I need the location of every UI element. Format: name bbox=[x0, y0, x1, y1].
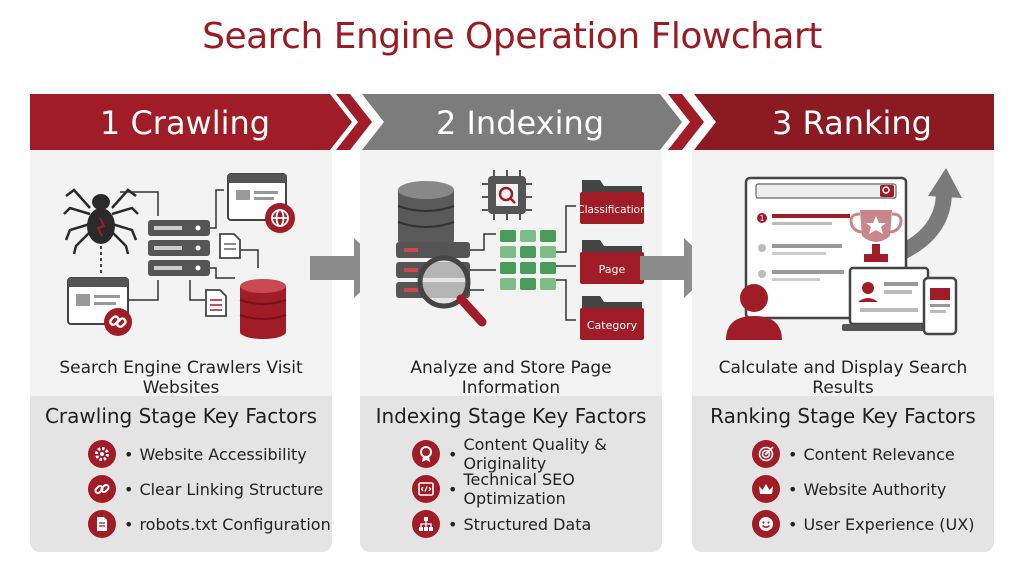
spider-icon bbox=[63, 188, 139, 255]
folder-label: Category bbox=[587, 319, 638, 332]
crawling-illustration bbox=[63, 173, 295, 339]
document-icon bbox=[88, 510, 116, 538]
banner-crawling bbox=[30, 94, 352, 150]
stage-banner-shapes bbox=[30, 94, 994, 150]
factors-title: Ranking Stage Key Factors bbox=[710, 404, 976, 428]
factor-item: •Clear Linking Structure bbox=[88, 475, 323, 503]
ranking-illustration: 1 bbox=[726, 168, 962, 340]
document-icon bbox=[219, 233, 241, 259]
database-icon bbox=[239, 279, 287, 339]
globe-icon bbox=[271, 209, 289, 227]
connector-lines bbox=[470, 205, 576, 321]
folder-icon: Classification bbox=[577, 180, 647, 224]
user-icon bbox=[726, 284, 782, 340]
stage-title-indexing: 2 Indexing bbox=[435, 104, 605, 142]
banner-chevron-red bbox=[336, 94, 372, 150]
factor-item: •Technical SEO Optimization bbox=[412, 470, 662, 508]
panel-indexing: Classification Page Category Analyze and… bbox=[360, 150, 662, 552]
smiley-icon bbox=[752, 510, 780, 538]
stage-caption: Analyze and Store Page Information bbox=[410, 358, 612, 398]
panel-ranking: 1 bbox=[692, 150, 994, 552]
factor-item: •User Experience (UX) bbox=[752, 510, 974, 538]
banner-ranking bbox=[694, 94, 994, 150]
folder-icon: Category bbox=[580, 296, 644, 340]
factor-item: •Structured Data bbox=[412, 510, 591, 538]
stage-title-ranking: 3 Ranking bbox=[772, 104, 932, 142]
factor-item: •Content Relevance bbox=[752, 440, 955, 468]
phone-icon bbox=[922, 276, 958, 336]
server-icon bbox=[148, 220, 210, 276]
factors-title: Indexing Stage Key Factors bbox=[375, 404, 647, 428]
banner-chevron-gray bbox=[668, 94, 704, 150]
laptop-icon bbox=[842, 266, 936, 331]
data-grid-icon bbox=[500, 230, 556, 290]
award-icon bbox=[412, 440, 440, 468]
panel-crawling: Search Engine Crawlers Visit Websites Cr… bbox=[30, 150, 332, 552]
stage-banner bbox=[0, 94, 1024, 150]
stage-title-crawling: 1 Crawling bbox=[99, 104, 271, 142]
folder-icon: Page bbox=[580, 240, 644, 284]
factor-item: •Content Quality & Originality bbox=[412, 435, 662, 473]
indexing-illustration: Classification Page Category bbox=[396, 170, 647, 340]
gear-icon bbox=[88, 440, 116, 468]
trophy-icon bbox=[849, 210, 903, 262]
rank-number: 1 bbox=[759, 214, 764, 223]
factor-item: •robots.txt Configuration bbox=[88, 510, 331, 538]
banner-indexing bbox=[362, 94, 682, 150]
connector-lines bbox=[120, 189, 259, 301]
factors-title: Crawling Stage Key Factors bbox=[44, 404, 318, 428]
chip-icon bbox=[482, 170, 532, 220]
target-icon bbox=[752, 440, 780, 468]
magnifier-icon bbox=[417, 255, 487, 327]
link-icon bbox=[88, 475, 116, 503]
folder-label: Classification bbox=[577, 204, 646, 216]
database-icon bbox=[397, 181, 455, 249]
factor-item: •Website Authority bbox=[752, 475, 946, 503]
factor-item: •Website Accessibility bbox=[88, 440, 307, 468]
folder-label: Page bbox=[599, 263, 626, 276]
stage-caption: Search Engine Crawlers Visit Websites bbox=[59, 358, 303, 398]
crown-icon bbox=[752, 475, 780, 503]
hierarchy-icon bbox=[412, 510, 440, 538]
code-icon bbox=[412, 475, 440, 503]
stage-caption: Calculate and Display Search Results bbox=[718, 358, 968, 398]
page-title: Search Engine Operation Flowchart bbox=[202, 16, 822, 57]
link-icon bbox=[109, 315, 127, 328]
document-icon bbox=[205, 289, 227, 317]
